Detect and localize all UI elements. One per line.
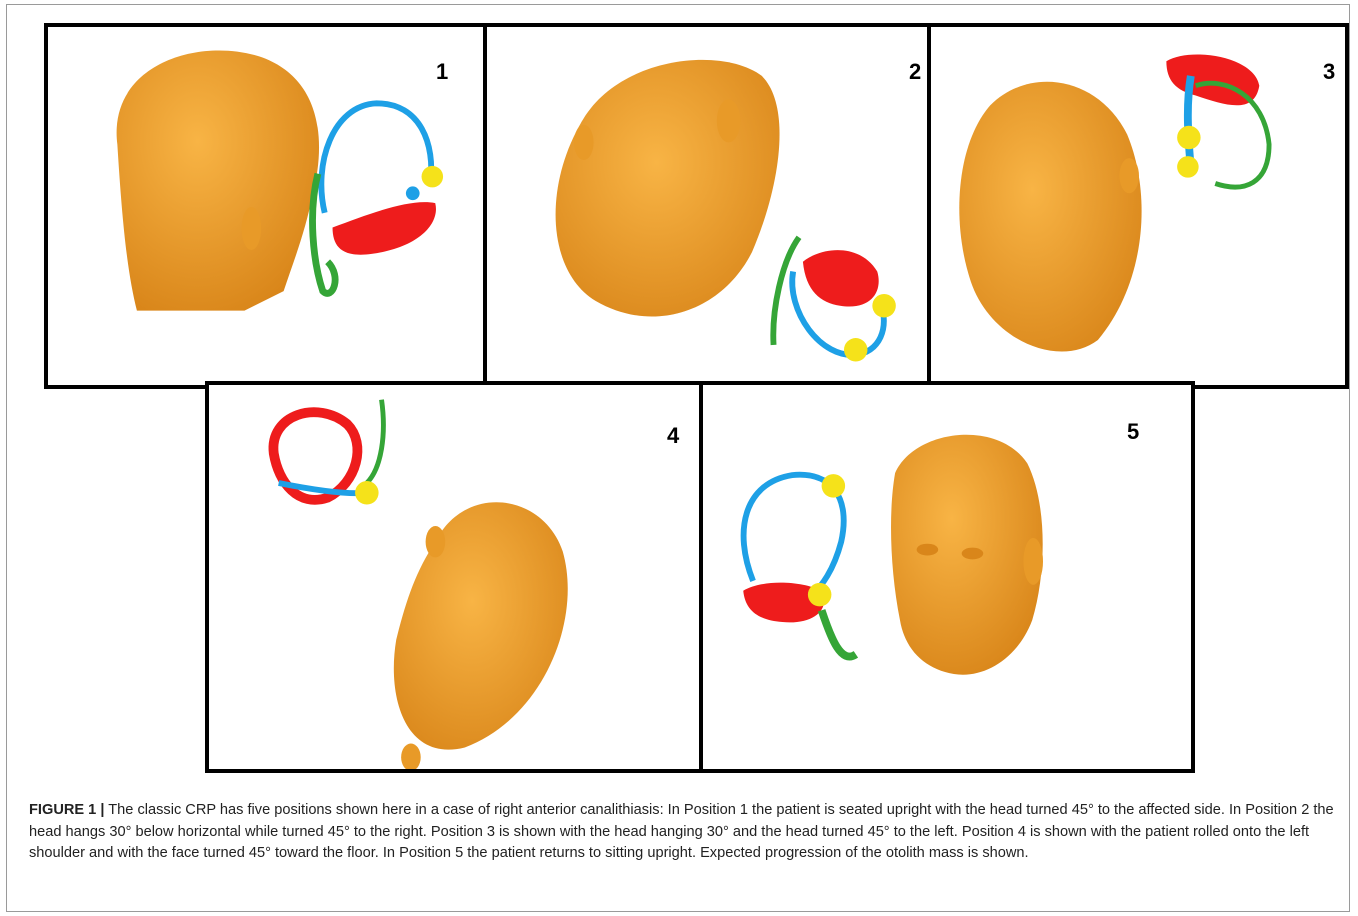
otolith-mass <box>1177 126 1200 149</box>
canal-green <box>367 400 384 483</box>
panel-3-illustration <box>931 27 1345 385</box>
head-hanging-view <box>556 60 780 317</box>
ear <box>242 207 262 250</box>
canal-red <box>333 202 436 255</box>
eye <box>962 548 984 560</box>
panel-1: 1 <box>44 23 490 389</box>
canal-blue <box>1188 76 1191 169</box>
panel-3: 3 <box>927 23 1349 389</box>
otolith-mass <box>844 338 867 361</box>
panel-number: 3 <box>1323 59 1335 85</box>
head-hanging-view <box>959 82 1141 352</box>
panel-4-illustration <box>209 385 701 769</box>
otolith-mass <box>355 481 379 505</box>
figure-caption: FIGURE 1 | The classic CRP has five posi… <box>29 800 1347 865</box>
panel-1-illustration <box>48 27 486 385</box>
ear <box>426 526 446 557</box>
head-rolled-view <box>394 502 568 749</box>
otolith-mass <box>822 474 846 498</box>
otolith-mass <box>422 166 444 188</box>
otolith-mass <box>808 583 832 607</box>
panel-number: 1 <box>436 59 448 85</box>
panel-5-illustration <box>703 385 1191 769</box>
panel-number: 2 <box>909 59 921 85</box>
figure-frame: 1 2 <box>6 4 1350 912</box>
ear <box>574 125 594 160</box>
head-back-view <box>117 50 319 310</box>
otolith-mass <box>1177 156 1199 178</box>
ear <box>717 99 740 142</box>
canal-green <box>822 610 856 656</box>
panel-2-illustration <box>487 27 931 385</box>
ear <box>401 744 421 769</box>
ear <box>1023 538 1043 585</box>
ear <box>1119 158 1139 193</box>
otolith-mass <box>872 294 895 317</box>
caption-label: FIGURE 1 | <box>29 802 104 818</box>
panel-number: 5 <box>1127 419 1139 445</box>
panel-number: 4 <box>667 423 679 449</box>
canal-red <box>803 250 879 306</box>
panel-5: 5 <box>699 381 1195 773</box>
eye <box>917 544 939 556</box>
panel-4: 4 <box>205 381 705 773</box>
panel-2: 2 <box>483 23 935 389</box>
caption-text: The classic CRP has five positions shown… <box>29 802 1334 861</box>
